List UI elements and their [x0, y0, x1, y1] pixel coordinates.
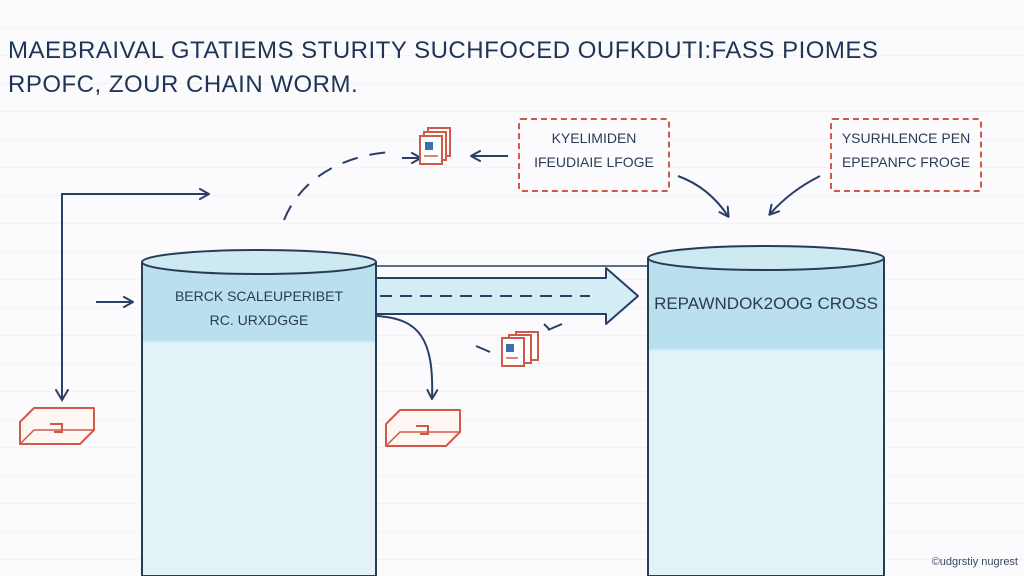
note-right-line-2: EPEPANFC FROGE	[841, 154, 971, 170]
note-box-left: KYELIMIDEN IFEUDIAIE LFOGE	[518, 118, 670, 192]
credit-text: ©udgrstiy nugrest	[931, 556, 1018, 568]
left-cylinder-line-2: RC. URXDGGE	[209, 312, 309, 328]
note-box-right: YSURHLENCE PEN EPEPANFC FROGE	[830, 118, 982, 192]
title-line-2: RPOFC, ZOUR CHAIN WORM.	[8, 71, 359, 98]
note-left-line-2: IFEUDIAIE LFOGE	[534, 154, 654, 170]
document-stack-icon-middle	[501, 331, 539, 367]
note-left-line-1: KYELIMIDEN	[551, 130, 637, 146]
document-stack-icon	[419, 127, 451, 165]
dashed-curve-arrow	[283, 151, 391, 221]
title-line-1: MAEBRAIVAL GTATIEMS STURITY SUCHFOCED OU…	[8, 37, 879, 64]
right-note-to-cylinder-arrow	[768, 175, 821, 216]
left-cylinder-label: BERCK SCALEUPERIBET RC. URXDGGE	[148, 284, 370, 332]
curve-down-arrow	[375, 315, 439, 400]
right-cylinder	[647, 245, 885, 576]
card-icon-middle	[385, 409, 461, 447]
left-cylinder-line-1: BERCK SCALEUPERIBET	[174, 288, 344, 304]
right-cylinder-line-1: REPAWNDOK2OOG CROSS	[654, 294, 878, 313]
note-right-line-1: YSURHLENCE PEN	[841, 130, 971, 146]
transfer-arrow	[375, 265, 648, 325]
right-cylinder-label: REPAWNDOK2OOG CROSS	[652, 292, 880, 316]
left-loop-arrow	[61, 188, 210, 398]
sketch-tick-left	[475, 345, 491, 353]
card-icon-left	[19, 407, 95, 445]
left-cylinder	[141, 249, 377, 576]
left-note-to-cylinder-arrow	[677, 175, 730, 218]
left-down-arrowhead	[55, 389, 69, 402]
diagram-title: MAEBRAIVAL GTATIEMS STURITY SUCHFOCED OU…	[8, 34, 1008, 102]
